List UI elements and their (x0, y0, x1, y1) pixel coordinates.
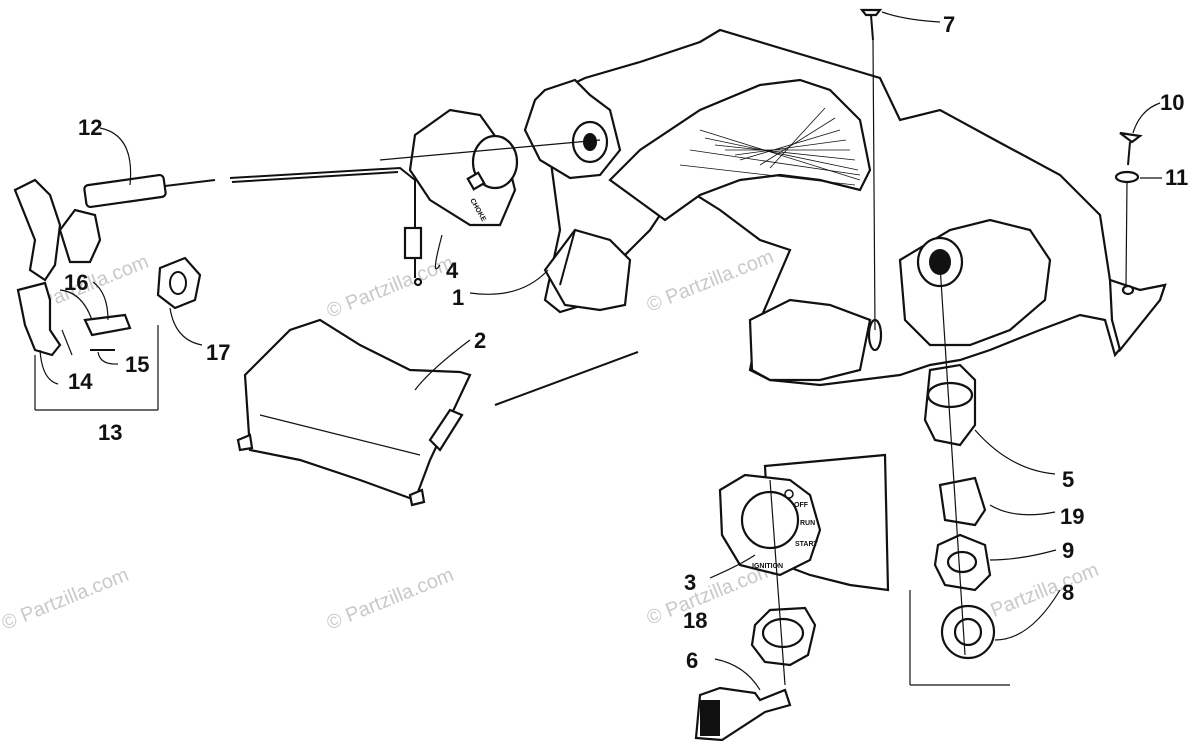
ignition-label: IGNITION (752, 563, 783, 570)
watermark-text: © Partzilla.com (0, 564, 132, 635)
callout-18: 18 (683, 608, 707, 633)
callout-9: 9 (1062, 538, 1074, 563)
callout-6: 6 (686, 648, 698, 673)
ignition-off: OFF (794, 502, 809, 509)
ignition-run: RUN (800, 520, 815, 527)
callout-17: 17 (206, 340, 230, 365)
callout-7: 7 (943, 12, 955, 37)
arch-shading (679, 107, 861, 186)
callout-16: 16 (64, 270, 88, 295)
callout-15: 15 (125, 352, 149, 377)
switch-stack (923, 264, 996, 660)
callout-14: 14 (68, 369, 93, 394)
choke-plate: CHOKE (408, 108, 519, 227)
callout-19: 19 (1060, 504, 1084, 529)
watermark-text: © Partzilla.com (644, 246, 777, 317)
callout-13: 13 (98, 420, 122, 445)
callout-10: 10 (1160, 90, 1184, 115)
front-cover (236, 318, 472, 507)
callout-3: 3 (684, 570, 696, 595)
choke-handle-kit (16, 256, 202, 411)
ignition-plate: OFF RUN START IGNITION (718, 453, 1010, 686)
watermark-text: © Partzilla.com (324, 252, 457, 323)
callout-11: 11 (1165, 165, 1188, 190)
callout-12: 12 (78, 115, 102, 140)
ignition-start: START (795, 541, 819, 548)
screws (859, 8, 1143, 331)
watermark-text: © Partzilla.com (324, 564, 457, 635)
callout-1: 1 (452, 285, 464, 310)
leader-lines (92, 11, 1162, 691)
callout-2: 2 (474, 328, 486, 353)
callouts: 1 2 3 4 5 6 7 8 9 10 11 12 13 14 15 16 1… (64, 12, 1188, 673)
ignition-switch-parts (694, 479, 817, 742)
callout-5: 5 (1062, 467, 1074, 492)
callout-8: 8 (1062, 580, 1074, 605)
exploded-line (494, 351, 639, 406)
callout-4: 4 (446, 258, 459, 283)
small-leaders (39, 289, 93, 385)
console-housing (523, 28, 1167, 387)
choke-cable (13, 139, 601, 287)
